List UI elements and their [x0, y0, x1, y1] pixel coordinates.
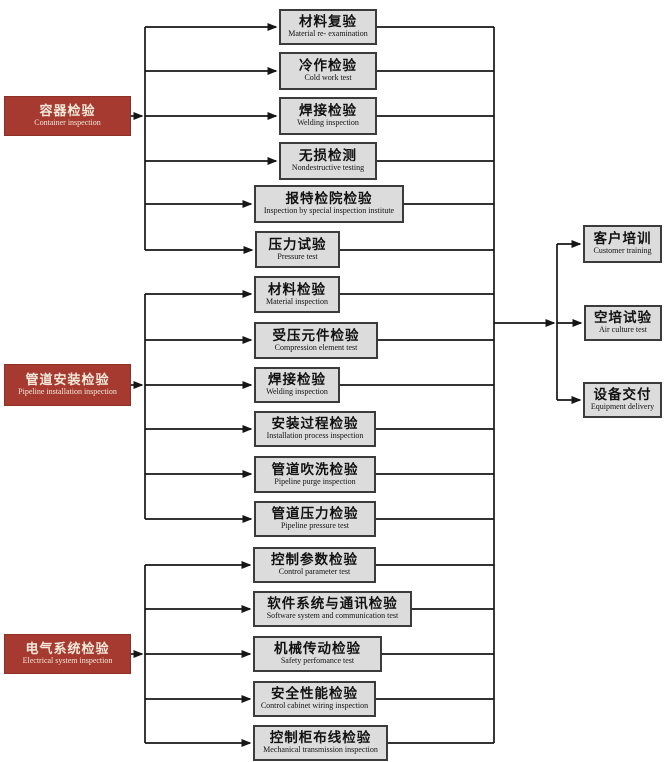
node-label-en: Nondestructive testing — [291, 163, 365, 173]
node-label-zh: 管道压力检验 — [271, 506, 359, 522]
node-label-zh: 焊接检验 — [268, 372, 326, 388]
output-equipment-delivery: 设备交付 Equipment delivery — [583, 382, 662, 418]
output-customer-training: 客户培训 Customer training — [583, 225, 662, 263]
node-special-institute-inspection: 报特检院检验 Inspection by special inspection … — [254, 185, 404, 223]
node-software-communication-test: 软件系统与通讯检验 Software system and communicat… — [253, 591, 412, 627]
node-label-zh: 控制参数检验 — [271, 552, 358, 568]
stage-label-zh: 管道安装检验 — [25, 372, 110, 388]
node-pressure-test: 压力试验 Pressure test — [255, 231, 340, 268]
node-material-re-examination: 材料复验 Material re- examination — [279, 9, 377, 45]
node-label-en: Safety perfomance test — [280, 656, 355, 666]
node-label-en: Inspection by special inspection institu… — [263, 206, 395, 216]
node-label-zh: 管道吹洗检验 — [271, 461, 359, 477]
node-label-zh: 材料检验 — [268, 281, 326, 297]
node-label-en: Control cabinet wiring inspection — [260, 701, 369, 711]
stage-label-en: Pipeline installation inspection — [18, 387, 117, 397]
node-label-zh: 安装过程检验 — [271, 416, 359, 432]
node-pipeline-pressure-test: 管道压力检验 Pipeline pressure test — [254, 501, 376, 537]
node-material-inspection: 材料检验 Material inspection — [254, 276, 340, 313]
node-welding-inspection-2: 焊接检验 Welding inspection — [254, 367, 340, 403]
node-label-en: Pipeline purge inspection — [274, 476, 356, 486]
node-label-zh: 机械传动检验 — [274, 641, 361, 657]
node-label-en: Pressure test — [277, 251, 318, 261]
node-welding-inspection-1: 焊接检验 Welding inspection — [279, 97, 377, 135]
stage-pipeline-installation-inspection: 管道安装检验 Pipeline installation inspection — [4, 364, 131, 406]
node-label-zh: 压力试验 — [268, 236, 327, 252]
node-mechanical-transmission-inspection: 机械传动检验 Safety perfomance test — [253, 636, 382, 672]
node-label-en: Material re- examination — [288, 29, 368, 39]
node-safety-performance-inspection: 安全性能检验 Control cabinet wiring inspection — [253, 681, 376, 717]
stage-label-zh: 电气系统检验 — [25, 641, 110, 657]
node-label-en: Welding inspection — [297, 118, 359, 128]
output-label-en: Air culture test — [599, 325, 647, 335]
node-label-zh: 焊接检验 — [299, 103, 357, 119]
stage-label-zh: 容器检验 — [39, 103, 96, 119]
node-control-cabinet-wiring-inspection: 控制柜布线检验 Mechanical transmission inspecti… — [253, 725, 388, 761]
node-label-zh: 冷作检验 — [299, 58, 357, 74]
node-label-en: Material inspection — [266, 296, 328, 306]
output-label-zh: 设备交付 — [593, 387, 652, 403]
node-label-en: Compression element test — [274, 342, 358, 352]
node-label-en: Pipeline pressure test — [281, 521, 349, 531]
stage-container-inspection: 容器检验 Container inspection — [4, 96, 131, 136]
node-cold-work-test: 冷作检验 Cold work test — [279, 52, 377, 90]
node-nondestructive-testing: 无损检测 Nondestructive testing — [279, 142, 377, 180]
node-label-zh: 受压元件检验 — [272, 327, 360, 343]
node-compression-element-test: 受压元件检验 Compression element test — [254, 322, 378, 359]
node-label-en: Installation process inspection — [266, 431, 364, 441]
output-air-culture-test: 空培试验 Air culture test — [584, 305, 662, 341]
node-label-zh: 控制柜布线检验 — [269, 730, 372, 746]
output-label-zh: 客户培训 — [593, 231, 652, 247]
node-label-en: Cold work test — [304, 73, 352, 83]
node-label-zh: 报特检院检验 — [285, 191, 373, 207]
output-label-en: Equipment delivery — [590, 402, 655, 412]
node-label-zh: 无损检测 — [299, 148, 357, 164]
node-label-zh: 材料复验 — [299, 14, 357, 30]
output-label-en: Customer training — [593, 246, 652, 256]
stage-electrical-system-inspection: 电气系统检验 Electrical system inspection — [4, 634, 131, 674]
node-installation-process-inspection: 安装过程检验 Installation process inspection — [254, 411, 376, 447]
node-label-en: Software system and communication test — [266, 611, 399, 621]
node-label-en: Mechanical transmission inspection — [263, 745, 378, 755]
stage-label-en: Container inspection — [34, 118, 101, 128]
node-control-parameter-test: 控制参数检验 Control parameter test — [253, 547, 376, 583]
node-label-zh: 安全性能检验 — [271, 686, 358, 702]
node-label-zh: 软件系统与通讯检验 — [267, 596, 398, 612]
node-label-en: Welding inspection — [266, 387, 328, 397]
node-label-en: Control parameter test — [278, 567, 351, 577]
stage-label-en: Electrical system inspection — [22, 656, 113, 666]
output-label-zh: 空培试验 — [594, 310, 652, 326]
node-pipeline-purge-inspection: 管道吹洗检验 Pipeline purge inspection — [254, 456, 376, 493]
